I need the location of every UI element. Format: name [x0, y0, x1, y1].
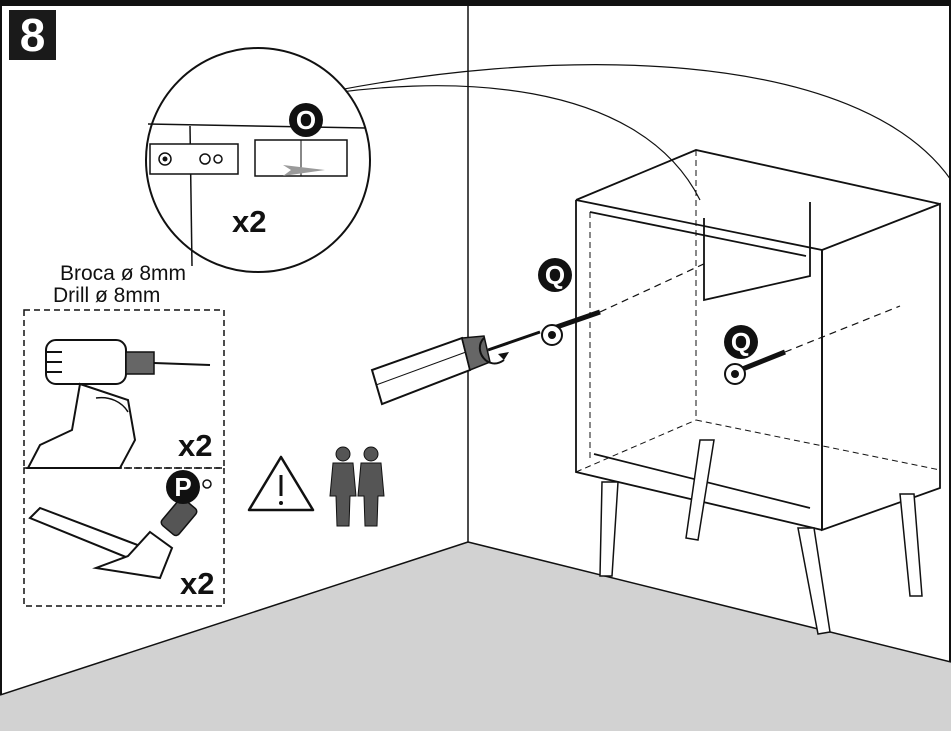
step-number: 8: [9, 10, 56, 60]
floor-edge-right: [467, 541, 951, 663]
part-label-q-side: Q: [724, 325, 758, 359]
cabinet-frame: [575, 149, 941, 532]
part-label-q-front: Q: [538, 258, 572, 292]
hammer-multiplier: x2: [180, 566, 215, 601]
dowel-p: [160, 497, 198, 537]
slide-arrow: [283, 165, 325, 176]
floor-edge-left: [0, 541, 469, 696]
callout-leader-left: [289, 85, 701, 201]
screw-q-front: [541, 309, 601, 346]
drill-spec-en: Drill ø 8mm: [53, 284, 161, 307]
hammer-panel-box: [23, 467, 225, 607]
cabinet-legs: [599, 439, 923, 635]
part-label-p: P: [166, 470, 200, 504]
callout-multiplier: x2: [232, 204, 267, 239]
warning-triangle-icon: [247, 455, 315, 512]
screwdriver-drawing: [370, 330, 541, 406]
cabinet-hidden-edges: [575, 150, 941, 473]
room: [0, 6, 951, 731]
drill-spec-pt: Broca ø 8mm: [60, 262, 187, 285]
drill-multiplier: x2: [178, 428, 213, 463]
callout-leader-right: [289, 64, 951, 181]
screw-q-side: [724, 349, 786, 385]
drill-panel-box: [23, 309, 225, 469]
part-label-o: O: [289, 103, 323, 137]
two-people-icon: [329, 446, 385, 527]
floor: [0, 542, 951, 731]
hammer-drawing: [28, 479, 212, 580]
top-bar: [0, 0, 951, 6]
detail-callout-circle: [145, 47, 371, 273]
